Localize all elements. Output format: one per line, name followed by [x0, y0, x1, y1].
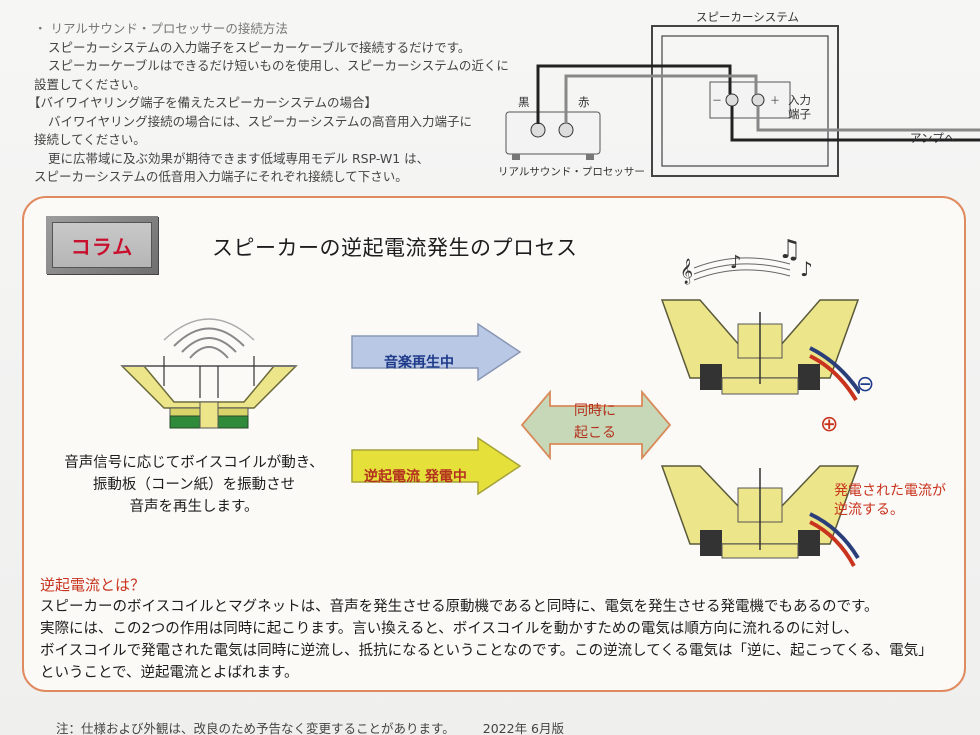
black-cable [536, 64, 732, 124]
left-description: 音声信号に応じてボイスコイルが動き、 振動板（コーン紙）を振動させ 音声を再生し… [44, 452, 344, 518]
left-desc-line-2: 振動板（コーン紙）を振動させ [92, 477, 296, 493]
amp-cable-black [730, 106, 980, 142]
minus-terminal [725, 93, 739, 107]
black-wire-label: 黒 [518, 95, 530, 109]
to-amp-label: アンプへ [910, 131, 956, 145]
speaker-cabinet-outer [651, 25, 839, 177]
music-note-icon: ♪ [730, 252, 742, 273]
biwire-line-4: スピーカーシステムの低音用入力端子にそれぞれ接続して下さい。 [34, 169, 408, 184]
top-right-magnet-right [798, 364, 820, 390]
music-playing-arrow [351, 322, 522, 382]
speaker-system-label: スピーカーシステム [696, 10, 799, 24]
connection-instructions: ・ リアルサウンド・プロセッサーの接続方法 スピーカーシステムの入力端子をスピー… [28, 20, 509, 187]
biwire-line-3: 更に広帯域に及ぶ効果が期待できます低域専用モデル RSP-W1 は、 [48, 150, 430, 166]
left-desc-line-1: 音声信号に応じてボイスコイルが動き、 [64, 455, 324, 471]
biwire-line-2: 接続してください。 [34, 132, 146, 147]
plus-label: ＋ [770, 96, 780, 107]
column-title: スピーカーの逆起電流発生のプロセス [212, 236, 578, 260]
speaker-illustration-bottom-right [660, 465, 860, 567]
processor-terminal-black [530, 122, 546, 138]
input-terminal-label-2: 端子 [788, 107, 811, 121]
back-emf-arrow [351, 436, 522, 496]
red-cable [564, 74, 758, 124]
body-line-3: ボイスコイルで発電された電気は同時に逆流し、抵抗になるということなのです。この逆… [40, 643, 933, 659]
connection-heading: ・ リアルサウンド・プロセッサーの接続方法 [34, 21, 288, 36]
red-note-line-2: 逆流する。 [834, 502, 904, 518]
processor-foot-right [586, 154, 594, 160]
connection-diagram: スピーカーシステム 黒 赤 － ＋ 入力 端子 アンプへ リアルサウンド・プロセ… [490, 0, 980, 190]
bottom-right-magnet-left [700, 530, 722, 556]
body-line-1: スピーカーのボイスコイルとマグネットは、音声を発生させる原動機であると同時に、電… [40, 599, 879, 615]
back-emf-label: 逆起電流 発電中 [364, 469, 467, 485]
amp-cable-grey [756, 106, 980, 132]
processor-label: リアルサウンド・プロセッサー [498, 166, 645, 178]
back-emf-body: スピーカーのボイスコイルとマグネットは、音声を発生させる原動機であると同時に、電… [40, 596, 960, 684]
minus-label: － [712, 96, 722, 107]
music-note-icon: ♫ [778, 235, 801, 265]
connection-diagram-drawing [505, 25, 980, 177]
red-note-line-1: 発電された電流が [834, 483, 946, 499]
processor-terminal-red [558, 122, 574, 138]
biwire-line-1: バイワイヤリング接続の場合には、スピーカーシステムの高音用入力端子に [48, 113, 473, 129]
column-badge-label: コラム [52, 222, 152, 268]
terminal-plate [709, 81, 791, 119]
reverse-current-note: 発電された電流が 逆流する。 [834, 482, 946, 520]
footer-note: 注：仕様および外観は、改良のため予告なく変更することがあります。 2022年 6月… [56, 718, 564, 735]
connection-line-3: 設置してください。 [34, 76, 146, 92]
music-playing-label: 音楽再生中 [384, 355, 454, 371]
plus-terminal [751, 93, 765, 107]
red-wire-label: 赤 [578, 95, 590, 109]
bottom-right-magnet-right [798, 530, 820, 556]
processor-box [505, 111, 601, 155]
column-box: コラム スピーカーの逆起電流発生のプロセス 音声信号に応じてボイスコイルが動き、 [22, 196, 966, 692]
biwire-heading: 【バイワイヤリング端子を備えたスピーカーシステムの場合】 [28, 95, 378, 110]
footer-disclaimer: 注：仕様および外観は、改良のため予告なく変更することがあります。 [56, 721, 455, 735]
treble-clef-icon: 𝄞 [680, 258, 693, 284]
speaker-illustration-left [120, 318, 298, 429]
top-right-magnet-left [700, 364, 722, 390]
footer-date: 2022年 6月版 [482, 721, 565, 735]
simultaneous-label-2: 起こる [574, 425, 616, 441]
connection-line-1: スピーカーシステムの入力端子をスピーカーケーブルで接続するだけです。 [48, 39, 471, 55]
speaker-cabinet-inner [661, 35, 829, 167]
music-note-icon: ♪ [800, 257, 813, 281]
connection-line-2: スピーカーケーブルはできるだけ短いものを使用し、スピーカーシステムの近くに [48, 58, 509, 73]
left-desc-line-3: 音声を再生します。 [129, 499, 259, 515]
body-line-2: 実際には、この2つの作用は同時に起こります。言い換えると、ボイスコイルを動かすた… [40, 621, 859, 637]
simultaneous-arrow [520, 390, 672, 460]
input-terminal-label-1: 入力 [788, 93, 811, 107]
plus-symbol: ⊕ [820, 412, 839, 437]
column-badge: コラム [46, 216, 158, 274]
back-emf-heading: 逆起電流とは？ [40, 576, 146, 594]
minus-symbol: ⊖ [856, 372, 875, 397]
processor-foot-left [512, 154, 520, 160]
body-line-4: ということで、逆起電流とよばれます。 [40, 665, 299, 681]
simultaneous-label-1: 同時に [574, 403, 616, 419]
speaker-illustration-top-right: 𝄞 ♪ ♫ ♪ [660, 235, 860, 402]
